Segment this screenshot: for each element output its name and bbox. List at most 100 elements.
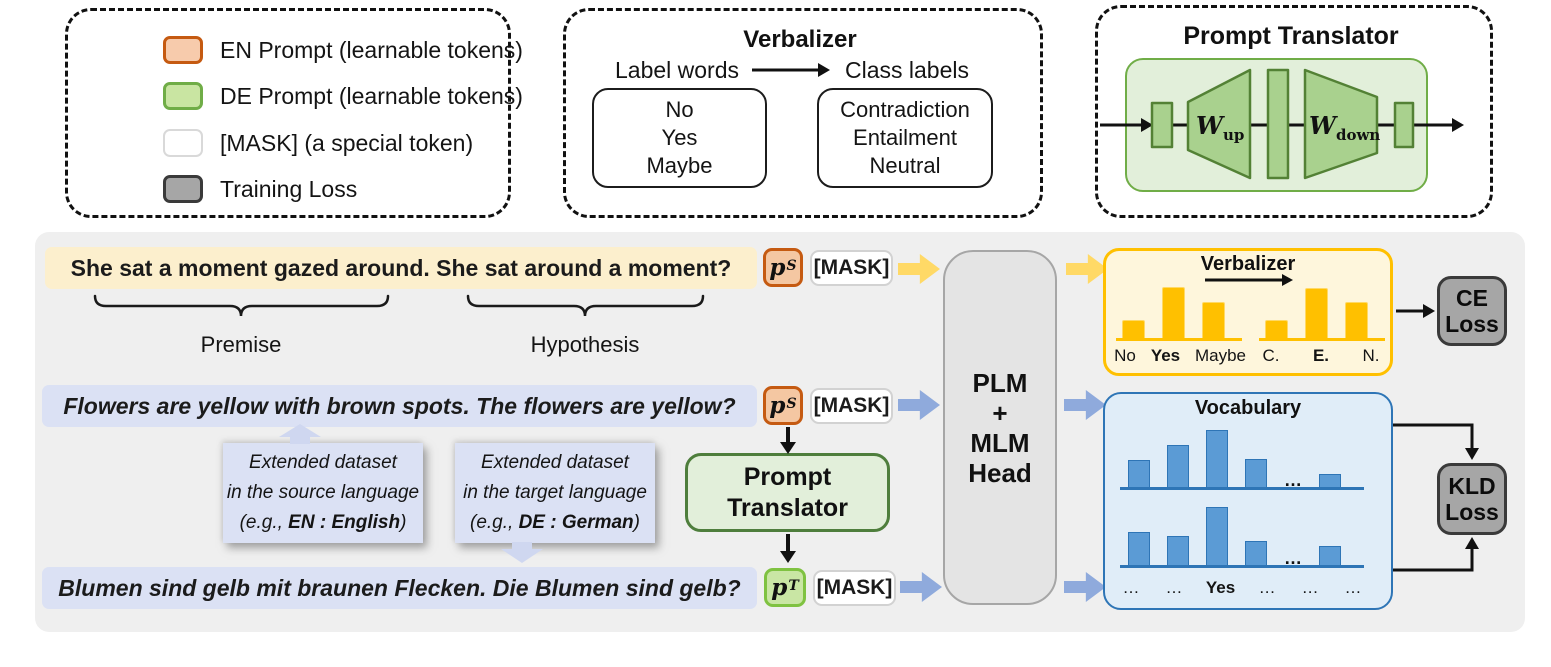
verbalizer-output-box xyxy=(1103,248,1393,376)
prompt-superscript: S xyxy=(786,257,797,274)
kld-loss-line: KLD xyxy=(1448,473,1496,499)
callout-example-bold: EN : English xyxy=(288,512,401,533)
prompt-translator-box: Prompt Translator xyxy=(685,453,890,532)
extended-source-sentence: Flowers are yellow with brown spots. The… xyxy=(42,385,757,427)
class-label: Entailment xyxy=(853,125,957,150)
ellipsis-label: … xyxy=(1284,548,1302,568)
target-distribution-chart: … xyxy=(1120,507,1364,568)
mask-token: [MASK] xyxy=(813,570,896,606)
source-sentence: She sat a moment gazed around. She sat a… xyxy=(45,247,757,289)
prompt-symbol: p xyxy=(771,574,788,601)
callout-example-suffix: ) xyxy=(633,512,640,533)
bar xyxy=(1128,460,1150,487)
legend-label: DE Prompt (learnable tokens) xyxy=(220,82,523,109)
bar xyxy=(1265,320,1288,338)
class-labels-label: Class labels xyxy=(845,57,969,83)
prompt-symbol: p xyxy=(769,392,786,419)
label-word: No xyxy=(665,97,694,122)
legend-item-en-prompt: EN Prompt (learnable tokens) xyxy=(163,35,523,65)
bar xyxy=(1206,430,1228,487)
legend-label: EN Prompt (learnable tokens) xyxy=(220,36,523,63)
verbalizer-definition-title: Verbalizer xyxy=(743,26,857,53)
bar xyxy=(1319,474,1341,487)
bar xyxy=(1345,302,1368,338)
axis-label: … xyxy=(1258,578,1276,597)
mask-swatch-icon xyxy=(163,129,203,157)
prompt-translator-line: Translator xyxy=(727,493,848,522)
prompt-symbol: p xyxy=(769,254,786,281)
bar xyxy=(1167,536,1189,565)
plm-line: + xyxy=(992,397,1008,428)
legend-box: EN Prompt (learnable tokens) DE Prompt (… xyxy=(65,8,523,218)
prompt-translator-definition-title: Prompt Translator xyxy=(1183,22,1399,50)
axis-label: … xyxy=(1122,578,1140,597)
adapter-panel xyxy=(1125,58,1428,192)
verbalizer-output-title: Verbalizer xyxy=(1200,253,1296,275)
label-words-box: No Yes Maybe xyxy=(592,88,767,188)
callout-line: Extended dataset xyxy=(249,452,397,473)
bar xyxy=(1319,546,1341,565)
callout-example-bold: DE : German xyxy=(518,512,634,533)
class-label: Neutral xyxy=(869,153,941,178)
legend-item-de-prompt: DE Prompt (learnable tokens) xyxy=(163,81,523,111)
bar xyxy=(1206,507,1228,565)
class-label: Contradiction xyxy=(840,97,970,122)
prompt-translator-line: Prompt xyxy=(743,462,832,491)
hypothesis-label: Hypothesis xyxy=(530,332,640,357)
vocabulary-axis-labels: ……Yes……… xyxy=(1120,578,1364,598)
axis-label: No xyxy=(1114,346,1136,365)
target-dataset-callout: Extended dataset in the target language … xyxy=(455,443,655,543)
callout-line: in the source language xyxy=(226,482,420,503)
callout-example-suffix: ) xyxy=(400,512,407,533)
source-dataset-callout: Extended dataset in the source language … xyxy=(223,443,423,543)
bar xyxy=(1245,459,1267,487)
axis-label: C. xyxy=(1262,346,1280,365)
plm-line: Head xyxy=(968,457,1032,488)
label-word: Maybe xyxy=(646,153,713,178)
source-distribution-chart: … xyxy=(1120,430,1364,490)
bar xyxy=(1128,532,1150,565)
kld-loss-line: Loss xyxy=(1445,499,1499,525)
target-sentence: Blumen sind gelb mit braunen Flecken. Di… xyxy=(42,567,757,609)
axis-label: Maybe xyxy=(1194,346,1246,365)
training-loss-swatch-icon xyxy=(163,175,203,203)
label-words-bar-chart xyxy=(1116,287,1242,341)
axis-label: … xyxy=(1301,578,1319,597)
callout-line: (e.g., EN : English) xyxy=(223,508,423,538)
label-words-label: Label words xyxy=(614,57,740,83)
axis-label: E. xyxy=(1312,346,1330,365)
bar xyxy=(1122,320,1145,338)
class-labels-box: Contradiction Entailment Neutral xyxy=(817,88,993,188)
premise-label: Premise xyxy=(200,332,282,357)
plm-line: MLM xyxy=(970,427,1030,458)
plm-line: PLM xyxy=(972,367,1028,398)
axis-label: Yes xyxy=(1205,578,1236,597)
label-words-axis-labels: No Yes Maybe xyxy=(1114,346,1246,366)
callout-line: in the target language xyxy=(463,482,647,503)
mask-token: [MASK] xyxy=(810,388,893,424)
class-labels-bar-chart xyxy=(1259,288,1385,341)
ce-loss-box: CE Loss xyxy=(1437,276,1507,346)
label-word: Yes xyxy=(661,125,698,150)
bar xyxy=(1305,288,1328,338)
callout-line: (e.g., DE : German) xyxy=(455,508,655,538)
bar xyxy=(1167,445,1189,487)
callout-example-prefix: (e.g., xyxy=(239,512,289,533)
prompt-superscript: T xyxy=(788,577,799,594)
callout-example-prefix: (e.g., xyxy=(470,512,519,533)
mask-token: [MASK] xyxy=(810,250,893,286)
legend-item-mask: [MASK] (a special token) xyxy=(163,128,473,158)
legend-label: Training Loss xyxy=(220,175,358,202)
axis-label: … xyxy=(1344,578,1362,597)
ce-loss-line: Loss xyxy=(1445,311,1499,337)
en-prompt-swatch-icon xyxy=(163,36,203,64)
bar xyxy=(1202,302,1225,338)
axis-label: Yes xyxy=(1150,346,1181,365)
plm-mlm-head-box: PLM + MLM Head xyxy=(943,250,1057,605)
prompt-superscript: S xyxy=(786,395,797,412)
kld-loss-box: KLD Loss xyxy=(1437,463,1507,535)
